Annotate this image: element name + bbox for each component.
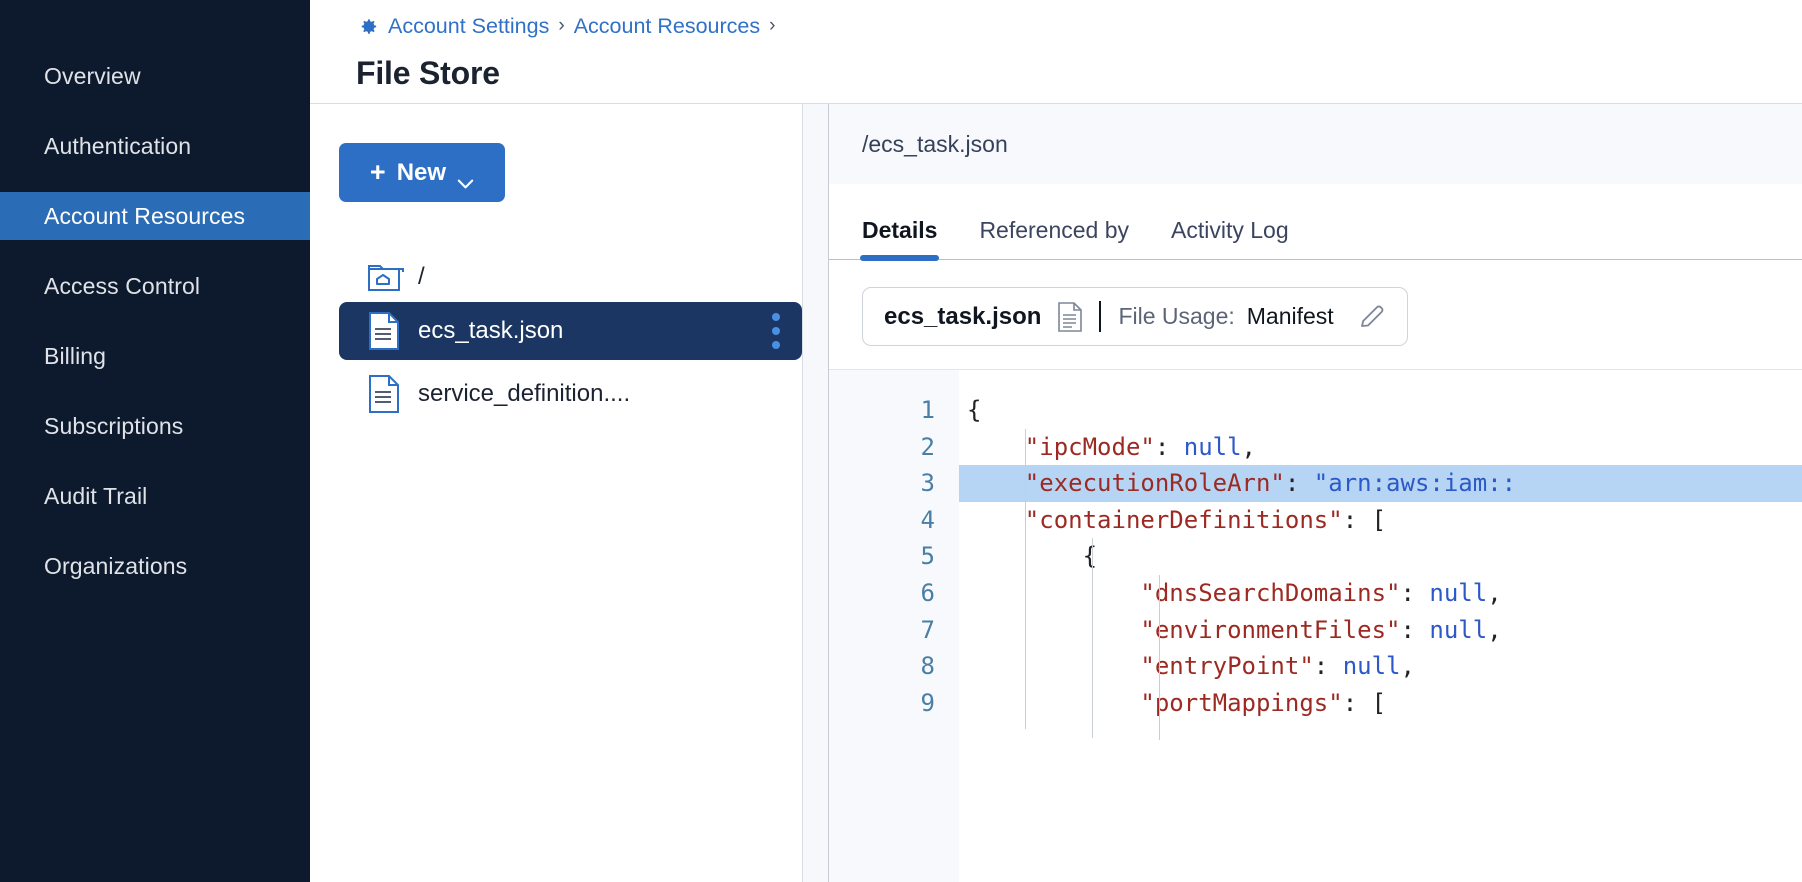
sidebar-item-label: Billing <box>44 342 107 369</box>
line-number: 6 <box>920 578 935 607</box>
breadcrumb-item-1[interactable]: Account Resources <box>573 13 761 38</box>
tab-referenced-by[interactable]: Referenced by <box>979 217 1130 243</box>
breadcrumb-separator-0: › <box>558 15 565 36</box>
sidebar-item-overview[interactable]: Overview <box>0 52 310 100</box>
page-header: Account Settings › Account Resources › F… <box>310 0 1802 104</box>
document-icon <box>1058 301 1083 332</box>
file-usage-value: Manifest <box>1246 303 1334 329</box>
file-usage-card: ecs_task.json File Usage: Manifest <box>862 287 1408 346</box>
file-browser-panel: + New <box>310 104 802 882</box>
tree-root-folder[interactable]: / <box>339 257 802 297</box>
sidebar-item-label: Authentication <box>44 132 192 159</box>
code-line[interactable]: "ipcMode": null, <box>1024 432 1256 461</box>
sidebar-item-access-control[interactable]: Access Control <box>0 262 310 310</box>
content-row: + New <box>310 104 1802 882</box>
line-number: 8 <box>920 652 935 681</box>
line-number: 1 <box>920 396 935 424</box>
line-number: 4 <box>920 505 935 534</box>
plus-icon: + <box>369 157 386 187</box>
sidebar-item-label: Access Control <box>44 272 201 299</box>
file-name: service_definition.... <box>418 380 631 407</box>
sidebar-item-label: Audit Trail <box>44 482 148 509</box>
sidebar-item-subscriptions[interactable]: Subscriptions <box>0 402 310 450</box>
file-list-item[interactable]: ecs_task.json <box>339 302 802 360</box>
line-number: 9 <box>920 688 935 717</box>
sidebar-item-account-resources[interactable]: Account Resources <box>0 192 310 240</box>
code-line[interactable]: "portMappings": [ <box>1140 688 1387 717</box>
sidebar-item-label: Overview <box>44 62 141 89</box>
code-line[interactable]: { <box>1082 542 1098 571</box>
code-line[interactable]: { <box>967 396 982 424</box>
page-title: File Store <box>356 55 500 91</box>
new-button[interactable]: + New <box>339 143 505 202</box>
tab-activity-log[interactable]: Activity Log <box>1171 217 1289 243</box>
line-number-gutter: 1 2 3 4 5 6 7 8 9 <box>829 370 959 882</box>
file-usage-label: File Usage: <box>1118 303 1235 329</box>
main-area: Account Settings › Account Resources › F… <box>310 0 1802 882</box>
file-usage-section: ecs_task.json File Usage: Manifest <box>829 260 1802 346</box>
kebab-menu-icon[interactable] <box>772 313 780 349</box>
sidebar-item-label: Subscriptions <box>44 412 184 439</box>
file-tree: / ecs_task.json service_definition.... <box>339 257 802 423</box>
sidebar-item-audit-trail[interactable]: Audit Trail <box>0 472 310 520</box>
file-path-bar: /ecs_task.json <box>829 104 1802 184</box>
code-content[interactable]: { "ipcMode": null, "executionRoleArn": "… <box>959 370 1802 882</box>
panel-splitter[interactable] <box>802 104 829 882</box>
new-button-label: New <box>396 158 447 186</box>
tab-details[interactable]: Details <box>859 217 940 261</box>
code-line[interactable]: "environmentFiles": null, <box>1140 615 1502 644</box>
line-number: 7 <box>920 615 935 644</box>
line-number: 2 <box>920 432 935 461</box>
file-icon <box>369 375 399 413</box>
file-detail-panel: /ecs_task.json Details Referenced by Activ… <box>829 104 1802 882</box>
code-editor[interactable]: 1 2 3 4 5 6 7 8 9 { "ipcMode": null, "executionR… <box>829 369 1802 882</box>
json-file-icon <box>369 312 399 350</box>
file-name: ecs_task.json <box>418 317 564 344</box>
breadcrumb-separator-1: › <box>769 15 776 36</box>
sidebar-item-label: Account Resources <box>44 202 246 229</box>
code-line[interactable]: "entryPoint": null, <box>1140 652 1415 681</box>
breadcrumb-item-0[interactable]: Account Settings <box>388 13 550 38</box>
code-line[interactable]: "dnsSearchDomains": null, <box>1140 578 1502 607</box>
usage-file-name: ecs_task.json <box>884 302 1042 330</box>
file-list-item[interactable]: service_definition.... <box>339 365 802 423</box>
sidebar-item-billing[interactable]: Billing <box>0 332 310 380</box>
sidebar-item-authentication[interactable]: Authentication <box>0 122 310 170</box>
code-line[interactable]: "containerDefinitions": [ <box>1024 505 1387 534</box>
chevron-down-icon <box>457 168 474 188</box>
card-divider <box>1099 301 1102 332</box>
sidebar-item-organizations[interactable]: Organizations <box>0 542 310 590</box>
sidebar-item-label: Organizations <box>44 552 188 579</box>
folder-home-icon <box>367 262 405 293</box>
pencil-icon[interactable] <box>1357 302 1387 332</box>
detail-tabs: Details Referenced by Activity Log <box>829 184 1802 261</box>
code-line[interactable]: "executionRoleArn": "arn:aws:iam:: <box>959 465 1802 502</box>
line-number: 3 <box>920 469 935 498</box>
tree-root-label: / <box>418 263 425 290</box>
breadcrumb: Account Settings › Account Resources › <box>356 9 1802 43</box>
line-number: 5 <box>920 542 935 571</box>
gear-icon <box>356 15 379 38</box>
